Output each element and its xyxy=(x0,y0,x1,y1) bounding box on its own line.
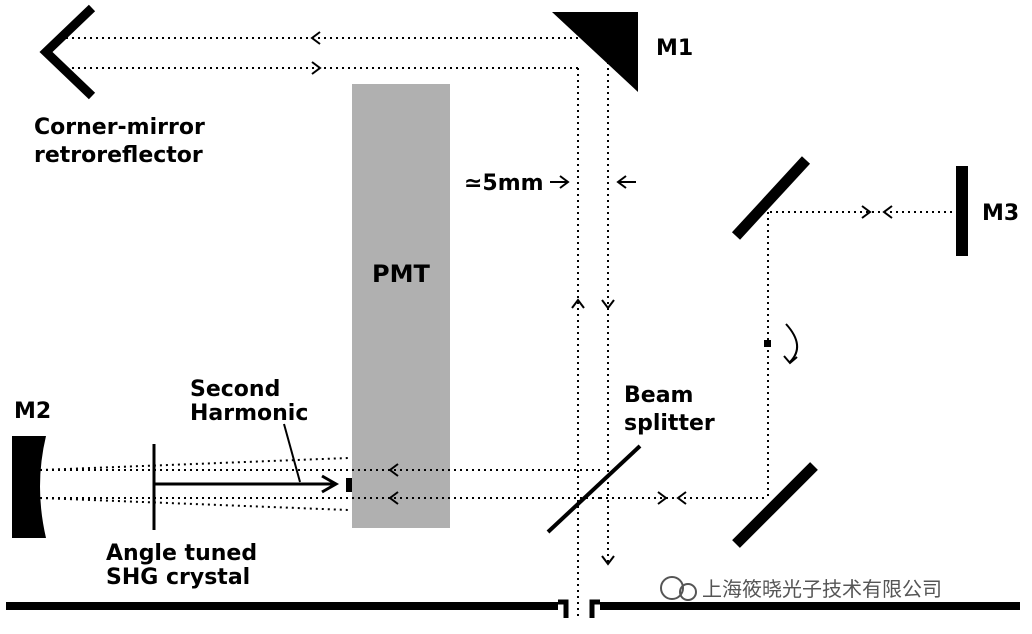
m3-label: M3 xyxy=(982,201,1019,226)
second-harmonic-arrowhead-icon xyxy=(321,474,340,494)
arrow-left-icon xyxy=(388,491,399,505)
table-gap-left xyxy=(558,599,569,618)
arrow-left-icon xyxy=(676,491,687,505)
beam-splitter xyxy=(546,444,642,534)
second-harmonic-pointer xyxy=(283,423,301,483)
rotation-point xyxy=(764,340,771,347)
table-gap-right xyxy=(589,599,600,618)
corner-mirror-retroreflector xyxy=(39,4,96,100)
arrow-left-icon xyxy=(882,205,893,219)
lower-steering-mirror xyxy=(732,462,818,548)
mirror-m1 xyxy=(552,12,638,92)
arrow-up-icon xyxy=(571,298,585,309)
watermark-logo-icon xyxy=(660,576,684,600)
watermark-logo-icon xyxy=(679,583,697,601)
arrow-right-icon xyxy=(657,491,668,505)
rotation-arrow-icon xyxy=(785,323,798,363)
arrow-left-icon xyxy=(310,31,321,45)
arrow-right-icon xyxy=(861,205,872,219)
arrow-right-icon xyxy=(311,61,322,75)
second-harmonic-label-line2: Harmonic xyxy=(190,401,308,426)
beam-splitter-label-line1: Beam xyxy=(624,383,693,408)
crystal-label-line1: Angle tuned xyxy=(106,541,257,566)
mirror-m2 xyxy=(12,436,46,538)
beam-direction-arrows xyxy=(310,31,893,566)
m2-label: M2 xyxy=(14,399,51,424)
pmt-label: PMT xyxy=(372,260,430,288)
beam-cone-upper xyxy=(39,457,349,471)
retroreflector-label-line1: Corner-mirror xyxy=(34,115,205,140)
m1-label: M1 xyxy=(656,36,693,61)
mirror-m3 xyxy=(956,166,968,256)
upper-steering-mirror xyxy=(731,156,811,240)
arrow-down-icon xyxy=(601,555,615,566)
arrow-left-icon xyxy=(388,463,399,477)
pmt-block xyxy=(352,84,450,528)
watermark-text: 上海筱晓光子技术有限公司 xyxy=(702,577,942,601)
retroreflector-label-line2: retroreflector xyxy=(34,143,203,168)
spacing-label: ≃5mm xyxy=(464,171,544,196)
beam-paths xyxy=(39,37,954,616)
watermark: 上海筱晓光子技术有限公司 xyxy=(660,576,942,601)
crystal-label-line2: SHG crystal xyxy=(106,565,250,590)
beam-cone-lower xyxy=(39,497,349,511)
second-harmonic-label-line1: Second xyxy=(190,377,280,402)
beam-splitter-label-line2: splitter xyxy=(624,411,715,436)
pmt-aperture xyxy=(346,478,352,492)
arrow-down-icon xyxy=(601,299,615,310)
rotation-arrowhead-icon xyxy=(783,355,798,365)
